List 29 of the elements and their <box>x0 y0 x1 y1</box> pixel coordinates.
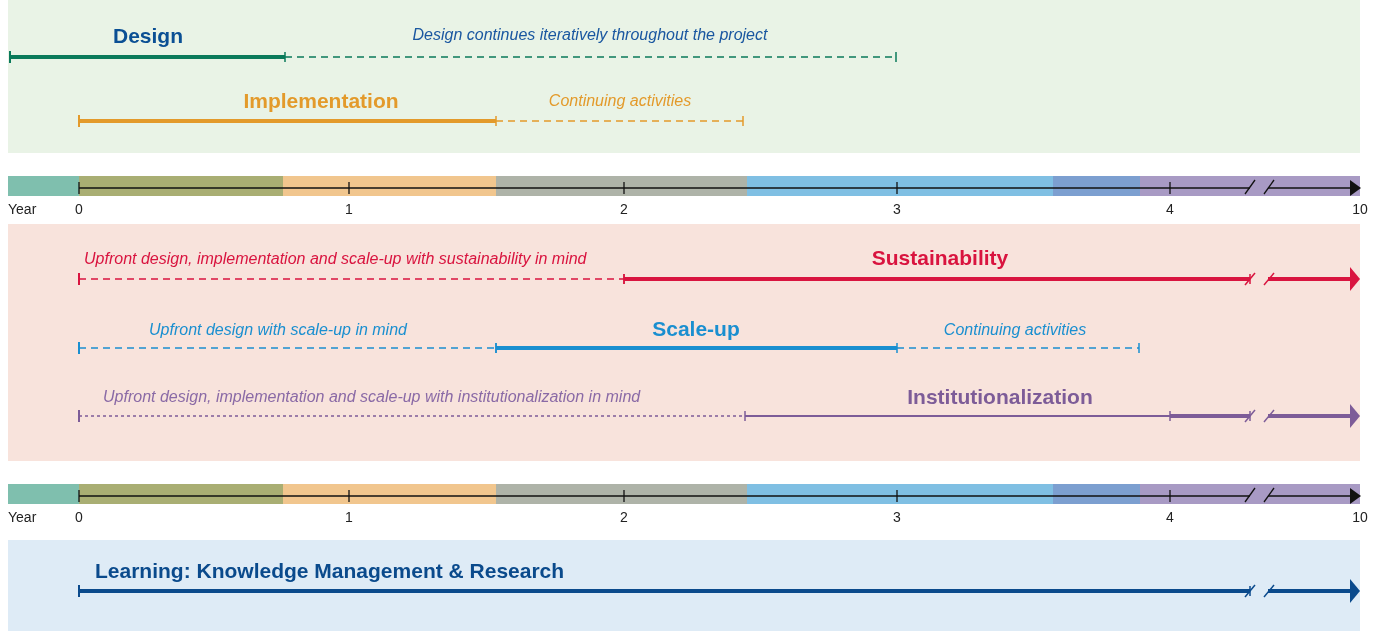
phase-note: Upfront design with scale-up in mind <box>149 321 407 339</box>
phase-title: Design <box>113 24 183 48</box>
phase-title: Learning: Knowledge Management & Research <box>95 559 565 583</box>
year-label: 2 <box>620 510 628 526</box>
phase-panel <box>8 540 1360 631</box>
axis-label: Year <box>8 510 37 526</box>
year-label: 4 <box>1166 510 1174 526</box>
year-label: 0 <box>75 510 83 526</box>
phase-note: Upfront design, implementation and scale-up with sustainability in mind <box>84 250 587 268</box>
year-label: 10 <box>1352 510 1368 526</box>
phase-title: Institutionalization <box>907 385 1093 409</box>
phase-panel <box>8 224 1360 461</box>
phase-title: Implementation <box>243 89 399 113</box>
phase-panel <box>8 0 1360 153</box>
phase-note: Continuing activities <box>548 92 692 110</box>
year-label: 4 <box>1166 202 1174 218</box>
phase-title: Sustainability <box>871 246 1009 270</box>
year-label: 10 <box>1352 202 1368 218</box>
phase-note: Continuing activities <box>943 321 1087 339</box>
phase-title: Scale-up <box>652 317 740 341</box>
axis-label: Year <box>8 202 37 218</box>
year-label: 3 <box>893 202 901 218</box>
year-label: 1 <box>345 510 353 526</box>
phase-note: Upfront design, implementation and scale-up with institutionalization in mind <box>103 388 641 406</box>
year-label: 1 <box>345 202 353 218</box>
year-label: 3 <box>893 510 901 526</box>
year-label: 2 <box>620 202 628 218</box>
phase-note: Design continues iteratively throughout the project <box>412 26 768 44</box>
year-label: 0 <box>75 202 83 218</box>
